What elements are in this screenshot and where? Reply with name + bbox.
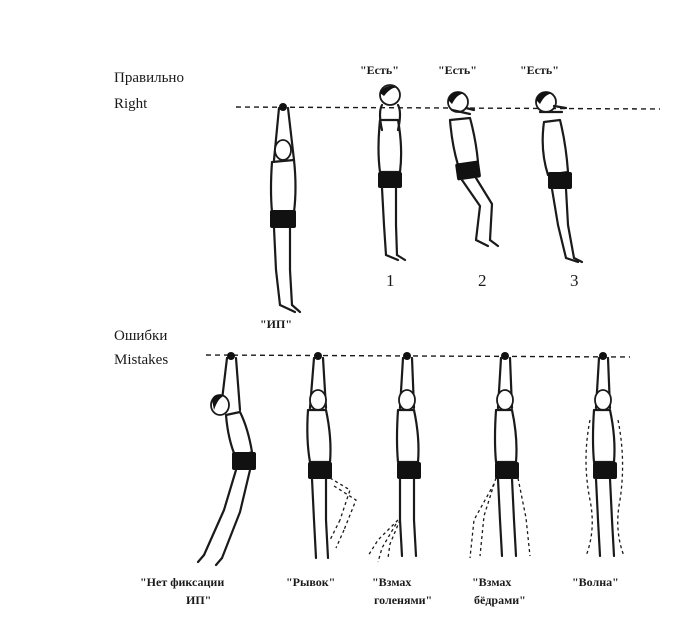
section-title-correct-ru: Правильно bbox=[114, 70, 184, 86]
section-title-mistakes-ru: Ошибки bbox=[114, 328, 167, 344]
label-mistake-no-fixation-2: ИП" bbox=[186, 593, 211, 607]
pullup-bar-bottom bbox=[206, 355, 630, 357]
label-mistake-hip-swing-1: "Взмах bbox=[472, 575, 511, 589]
figure-start-position bbox=[270, 103, 300, 312]
section-title-mistakes-en: Mistakes bbox=[114, 352, 168, 368]
label-mistake-shin-swing-2: голенями" bbox=[374, 593, 432, 607]
label-mistake-no-fixation-1: "Нет фиксации bbox=[140, 575, 224, 589]
label-mistake-wave: "Волна" bbox=[572, 575, 619, 589]
number-phase-3: 3 bbox=[570, 271, 579, 290]
number-phase-1: 1 bbox=[386, 271, 395, 290]
label-mistake-jerk: "Рывок" bbox=[286, 575, 335, 589]
figure-phase-2 bbox=[448, 92, 498, 246]
quote-phase-1: "Есть" bbox=[360, 63, 399, 77]
number-phase-2: 2 bbox=[478, 271, 487, 290]
figure-mistake-jerk bbox=[307, 352, 356, 558]
quote-phase-2: "Есть" bbox=[438, 63, 477, 77]
label-mistake-hip-swing-2: бёдрами" bbox=[474, 593, 526, 607]
figure-phase-1 bbox=[378, 85, 405, 260]
figure-mistake-wave bbox=[586, 352, 624, 556]
label-mistake-shin-swing-1: "Взмах bbox=[372, 575, 411, 589]
label-start-position: "ИП" bbox=[260, 317, 292, 331]
figure-phase-3 bbox=[536, 92, 582, 262]
figure-mistake-hip-swing bbox=[470, 352, 530, 558]
pullup-bar-top bbox=[236, 107, 660, 109]
figure-mistake-shin-swing bbox=[368, 352, 421, 562]
quote-phase-3: "Есть" bbox=[520, 63, 559, 77]
figure-mistake-no-fixation bbox=[198, 352, 256, 565]
section-title-correct-en: Right bbox=[114, 96, 148, 112]
